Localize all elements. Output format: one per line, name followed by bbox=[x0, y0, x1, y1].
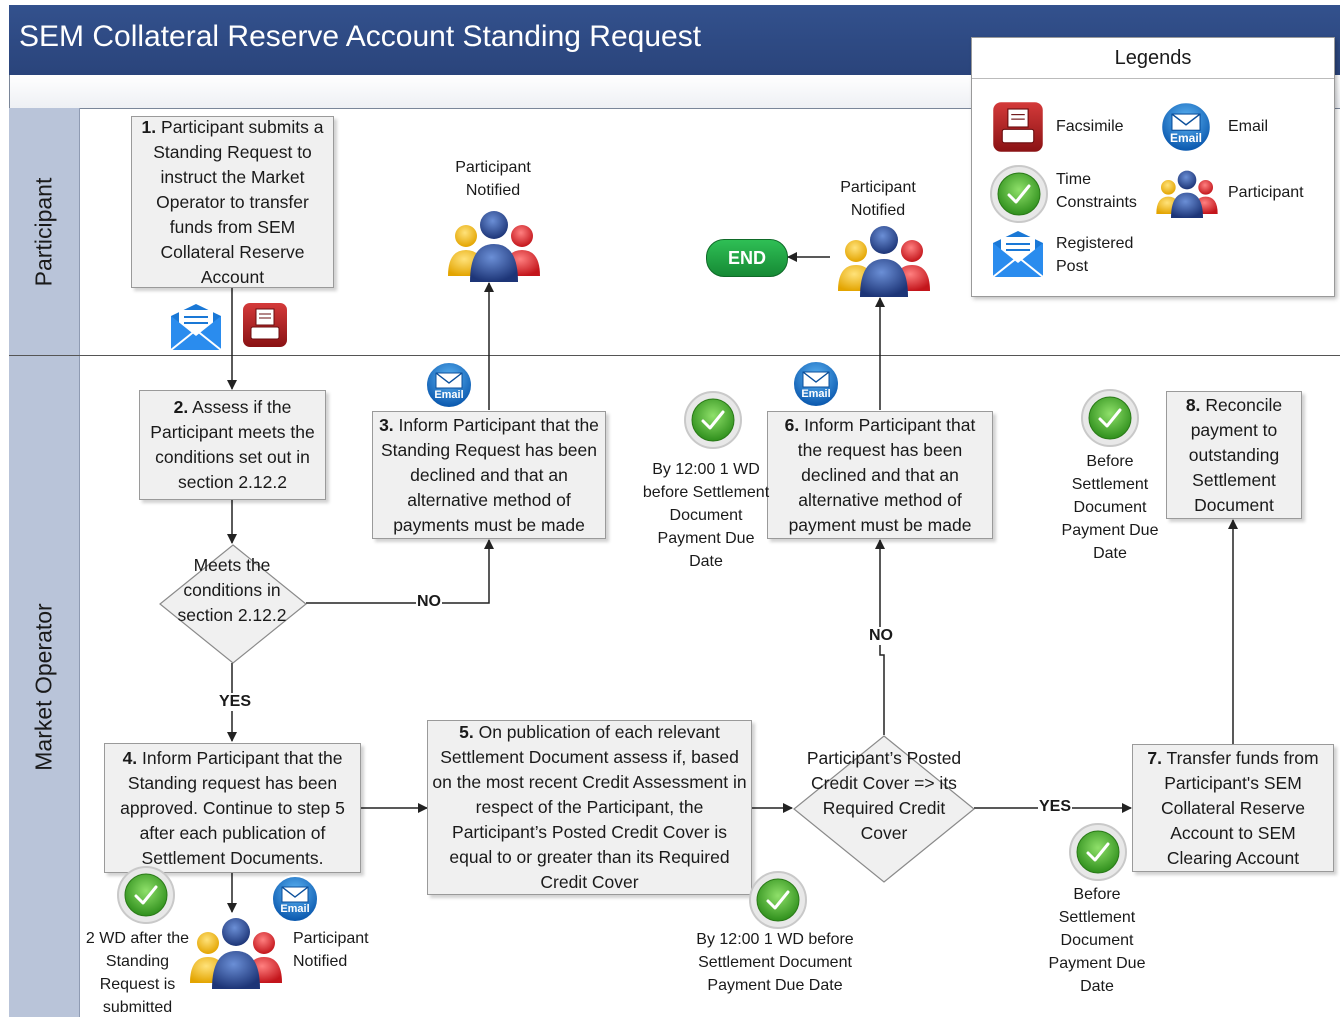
step-2-box: 2. Assess if the Participant meets the c… bbox=[139, 390, 326, 500]
email-icon-text: Email bbox=[1169, 131, 1202, 145]
step-4-text: Inform Participant that the Standing req… bbox=[120, 747, 345, 868]
step-6-text: Inform Participant that the request has … bbox=[788, 414, 976, 535]
step-8-number: 8. bbox=[1185, 394, 1201, 415]
legend-panel: Legends Facsimile Email Email Time Const… bbox=[971, 37, 1335, 297]
time-constraint-icon bbox=[748, 870, 808, 930]
time-constraint-label: By 12:00 1 WD before Settlement Document… bbox=[642, 461, 770, 570]
registered-post-icon bbox=[991, 229, 1045, 279]
time-constraint-label: Before Settlement Document Payment Due D… bbox=[1061, 453, 1159, 562]
end-terminator: END bbox=[706, 239, 788, 277]
email-icon-text: Email bbox=[280, 903, 310, 915]
decision-1-diamond bbox=[159, 544, 307, 664]
decision-1-text: Meets the conditions in section 2.12.2 bbox=[177, 555, 287, 625]
email-icon: Email bbox=[270, 874, 320, 924]
participant-icon bbox=[446, 208, 542, 284]
connector-d2-6 bbox=[875, 539, 885, 735]
step-1-text: Participant submits a Standing Request t… bbox=[153, 116, 324, 287]
email-icon: Email bbox=[424, 360, 474, 410]
step-1-box: 1. Participant submits a Standing Reques… bbox=[131, 116, 334, 288]
legend-email-label: Email bbox=[1228, 118, 1269, 135]
flow-label-no-1: NO bbox=[416, 593, 442, 611]
participant-notified-label: Participant Notified bbox=[455, 159, 531, 199]
registered-post-icon bbox=[169, 302, 223, 352]
step-6-box: 6. Inform Participant that the request h… bbox=[767, 411, 993, 539]
step-8-box: 8. Reconcile payment to outstanding Sett… bbox=[1166, 391, 1302, 519]
step-4-box: 4. Inform Participant that the Standing … bbox=[104, 743, 361, 873]
step-5-text: On publication of each relevant Settleme… bbox=[432, 722, 747, 892]
flow-label-yes-2: YES bbox=[1038, 798, 1073, 816]
lane-divider bbox=[9, 355, 1340, 356]
step-1-number: 1. bbox=[141, 116, 157, 137]
legend-time-label-1: Time bbox=[1056, 171, 1091, 188]
step-2-number: 2. bbox=[173, 397, 189, 417]
decision-2-diamond bbox=[793, 735, 975, 883]
facsimile-icon bbox=[991, 100, 1045, 154]
time-constraint-label: Before Settlement Document Payment Due D… bbox=[1048, 886, 1146, 995]
email-icon-text: Email bbox=[434, 389, 464, 401]
step-8-text: Reconcile payment to outstanding Settlem… bbox=[1188, 394, 1283, 515]
connector-d1-3 bbox=[306, 539, 494, 604]
lane-participant: Participant bbox=[9, 108, 80, 356]
step-7-box: 7. Transfer funds from Participant's SEM… bbox=[1132, 744, 1334, 872]
step-6-number: 6. bbox=[784, 414, 800, 435]
participant-notified-label: Participant Notified bbox=[840, 179, 916, 219]
time-constraint-icon bbox=[683, 390, 743, 450]
email-icon-text: Email bbox=[801, 388, 831, 400]
step-7-text: Transfer funds from Participant's SEM Co… bbox=[1161, 747, 1319, 868]
step-5-box: 5. On publication of each relevant Settl… bbox=[427, 720, 752, 895]
legend-time-label-2: Constraints bbox=[1056, 194, 1137, 211]
legend-post-label-2: Post bbox=[1056, 258, 1089, 275]
flow-label-no-2: NO bbox=[868, 627, 894, 645]
step-5-number: 5. bbox=[459, 722, 474, 742]
participant-notified-label: Participant Notified bbox=[293, 930, 369, 970]
step-3-box: 3. Inform Participant that the Standing … bbox=[372, 411, 606, 539]
time-constraint-icon bbox=[1068, 822, 1128, 882]
lane-market-operator: Market Operator bbox=[9, 356, 80, 1017]
flow-label-yes-1: YES bbox=[218, 693, 253, 711]
participant-icon bbox=[836, 223, 932, 299]
legend-participant-label: Participant bbox=[1228, 184, 1304, 201]
facsimile-icon bbox=[241, 301, 289, 349]
step-7-number: 7. bbox=[1147, 747, 1162, 768]
email-icon: Email bbox=[791, 359, 841, 409]
time-constraint-icon bbox=[1080, 388, 1140, 448]
legend-post-label-1: Registered bbox=[1056, 235, 1134, 252]
step-2-text: Assess if the Participant meets the cond… bbox=[150, 397, 315, 492]
step-3-text: Inform Participant that the Standing Req… bbox=[381, 414, 599, 535]
participant-icon bbox=[1155, 168, 1219, 220]
participant-icon bbox=[188, 915, 284, 991]
step-4-number: 4. bbox=[122, 747, 138, 768]
legend-title: Legends bbox=[972, 38, 1334, 79]
email-icon: Email bbox=[1159, 100, 1213, 154]
page-title: SEM Collateral Reserve Account Standing … bbox=[19, 20, 702, 53]
step-3-number: 3. bbox=[379, 414, 394, 435]
legend-facsimile-label: Facsimile bbox=[1056, 118, 1124, 135]
time-constraint-label: 2 WD after the Standing Request is submi… bbox=[85, 930, 190, 1016]
time-constraint-label: By 12:00 1 WD before Settlement Document… bbox=[696, 931, 854, 994]
decision-2-text: Participant’s Posted Credit Cover => its… bbox=[806, 748, 962, 843]
time-constraint-icon bbox=[116, 865, 176, 925]
time-constraint-icon bbox=[989, 164, 1049, 224]
